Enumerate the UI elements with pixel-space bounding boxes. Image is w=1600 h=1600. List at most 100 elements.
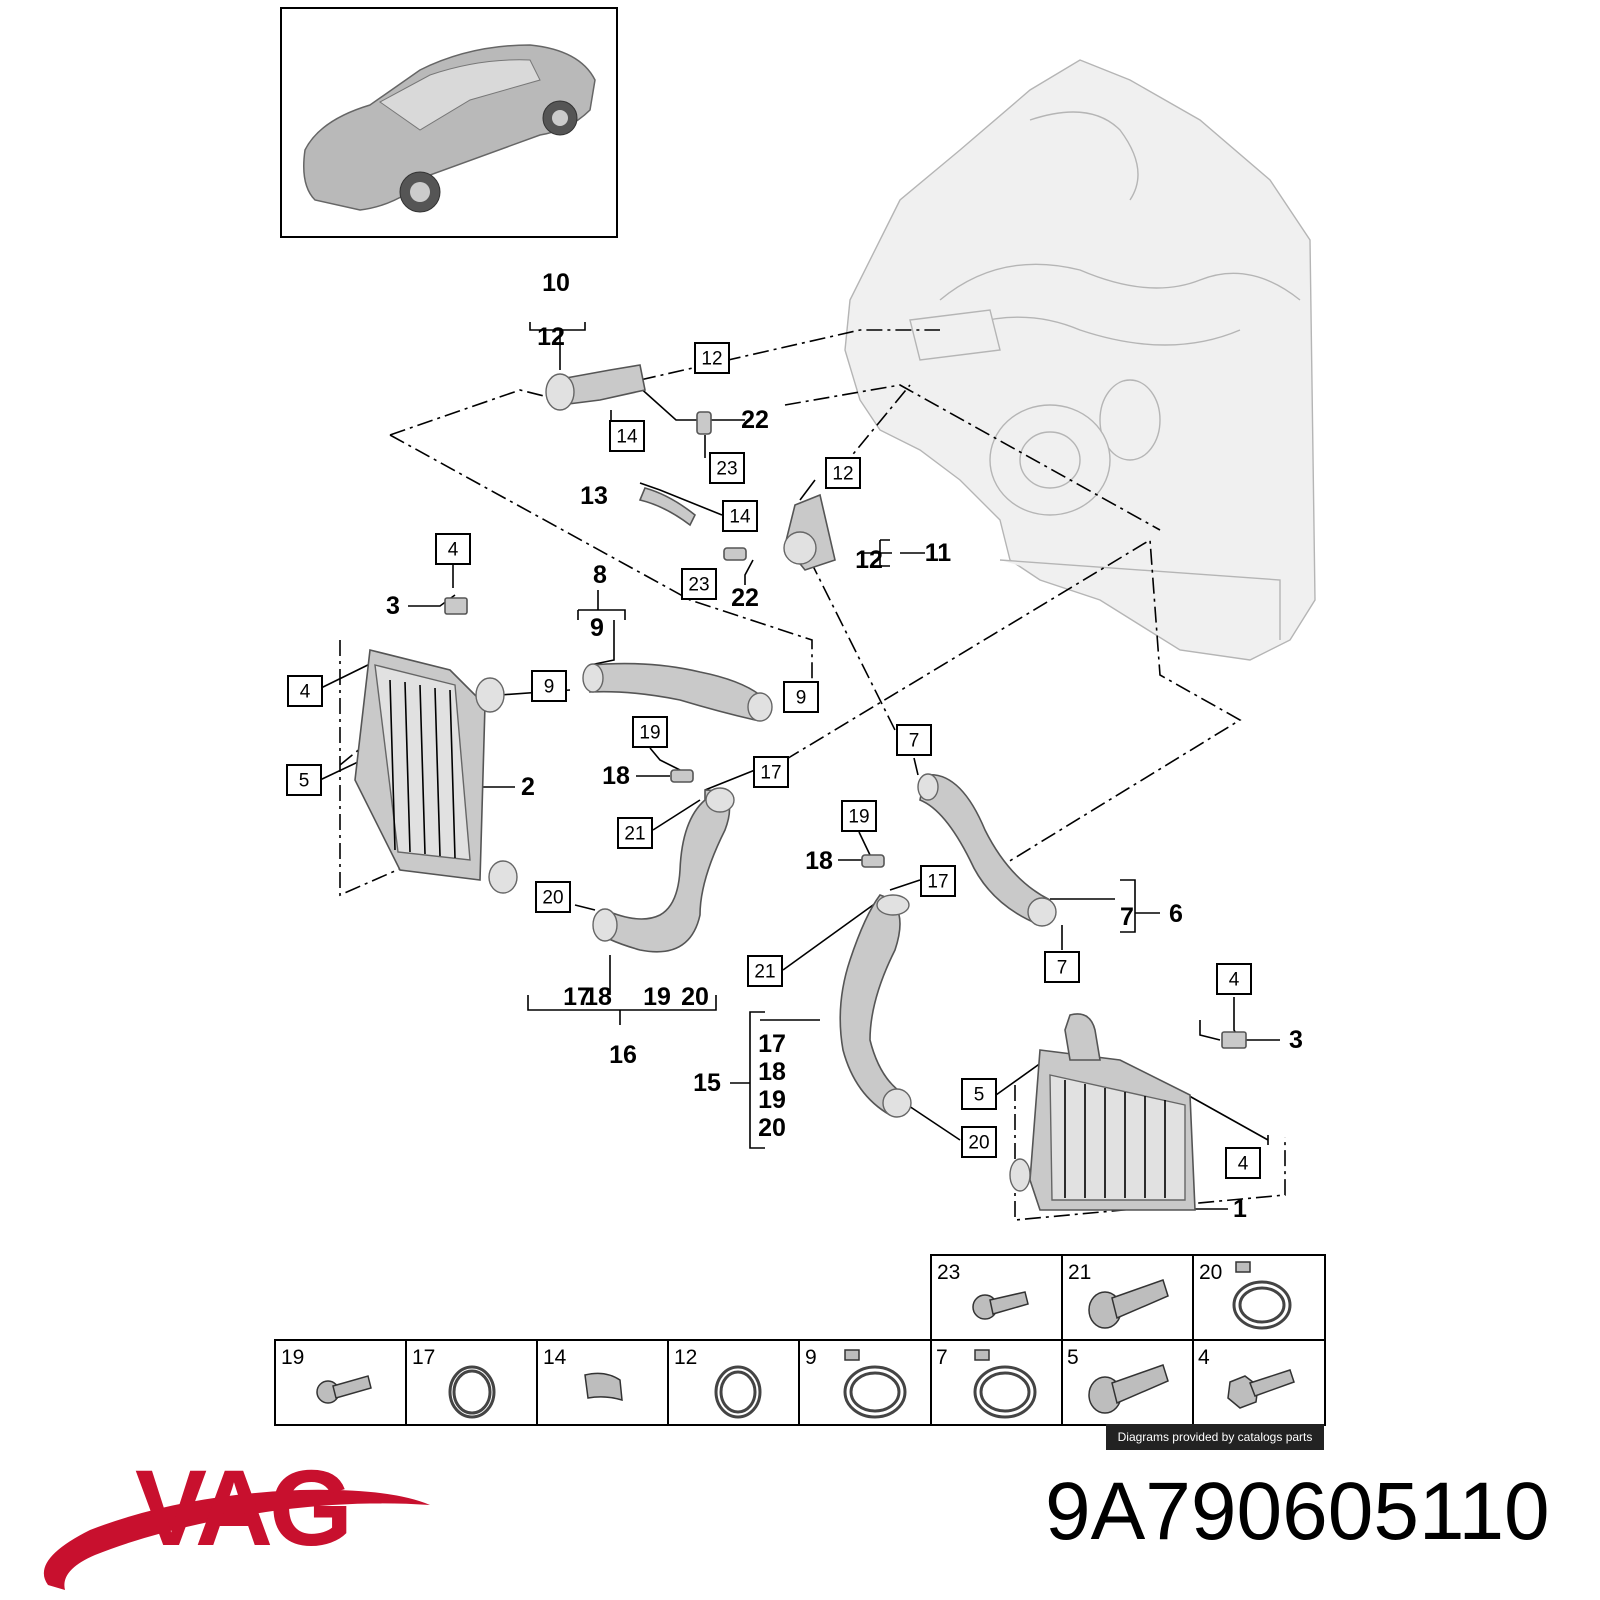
sensor-22-bottom [723,547,747,561]
vag-logo-swoosh [43,1489,430,1590]
ref-box-23: 23 [709,452,745,484]
callout-11: 11 [925,539,952,567]
svg-text:20: 20 [968,1133,989,1154]
hardware-cell-label-7: 7 [936,1346,948,1369]
throttle-pipe-right [783,493,836,571]
callout-9: 9 [590,614,604,642]
ref-box-19: 19 [841,800,877,832]
callout-19: 19 [758,1086,786,1114]
throttle-pipe-left [545,364,646,411]
hardware-cell-label-21: 21 [1068,1261,1091,1284]
callout-22: 22 [731,584,759,612]
hardware-cell-label-19: 19 [281,1346,304,1369]
hose-13 [638,487,697,527]
hardware-cell-label-5: 5 [1067,1346,1079,1369]
hardware-cell-label-4: 4 [1198,1346,1210,1369]
sensor-22-top [696,411,712,435]
callout-19: 19 [643,983,671,1011]
svg-text:17: 17 [927,872,948,893]
callout-3: 3 [386,592,400,620]
hardware-cell-label-20: 20 [1199,1261,1222,1284]
ref-box-14: 14 [722,500,758,532]
callout-17: 17 [563,983,591,1011]
callout-8: 8 [593,561,607,589]
hardware-cell-label-12: 12 [674,1346,697,1369]
svg-text:7: 7 [1057,958,1068,979]
callout-18: 18 [758,1058,786,1086]
svg-text:17: 17 [760,763,781,784]
ref-box-9: 9 [531,670,567,702]
ref-box-20: 20 [961,1126,997,1158]
callout-2: 2 [521,773,535,801]
svg-text:14: 14 [616,427,638,448]
svg-text:4: 4 [1238,1154,1249,1175]
sensor-18-left [670,769,694,783]
svg-text:23: 23 [688,575,709,596]
ref-box-20: 20 [535,881,571,913]
ref-box-5: 5 [961,1078,997,1110]
svg-text:12: 12 [701,349,722,370]
bracket-3-right [1221,1031,1247,1049]
callout-15: 15 [693,1069,721,1097]
ref-box-19: 19 [632,716,668,748]
svg-text:4: 4 [448,540,459,561]
ref-box-21: 21 [617,817,653,849]
svg-text:19: 19 [639,723,660,744]
callout-3: 3 [1289,1026,1303,1054]
hardware-table: 23 21 20 19 17 14 12 9 7 5 4 [274,1254,1326,1426]
svg-text:5: 5 [974,1085,985,1106]
callout-18: 18 [805,847,833,875]
ref-box-4: 4 [1216,963,1252,995]
ref-box-4: 4 [287,675,323,707]
callout-10: 10 [542,269,570,297]
callout-12: 12 [855,546,883,574]
ref-box-4: 4 [435,533,471,565]
callout-13: 13 [580,482,608,510]
intercooler-left [354,649,518,894]
ref-box-14: 14 [609,420,645,452]
hardware-cell-label-9: 9 [805,1346,817,1369]
hose-15 [839,894,912,1118]
hose-6 [917,773,1057,927]
hardware-cell-label-23: 23 [937,1261,960,1284]
sensor-18-right [861,854,885,868]
hose-8 [582,662,773,722]
hardware-icons [316,1261,1295,1419]
callout-1: 1 [1233,1195,1247,1223]
part-number: 9A790605110 [1045,1466,1550,1557]
callout-12: 12 [537,323,565,351]
svg-text:4: 4 [300,682,311,703]
ref-box-5: 5 [286,764,322,796]
callout-7: 7 [1120,903,1134,931]
brand-logo-text: VAG [135,1447,353,1568]
callout-18: 18 [584,983,612,1011]
svg-text:20: 20 [542,888,563,909]
ref-box-7: 7 [1044,951,1080,983]
hardware-cell-label-17: 17 [412,1346,435,1369]
svg-text:4: 4 [1229,970,1240,991]
svg-text:7: 7 [909,731,920,752]
svg-text:9: 9 [544,677,555,698]
callout-18: 18 [602,762,630,790]
svg-text:21: 21 [624,824,645,845]
vehicle-thumbnail [280,7,618,238]
svg-text:19: 19 [848,807,869,828]
diagram-credit: Diagrams provided by catalogs parts [1106,1424,1324,1450]
callout-20: 20 [681,983,709,1011]
ref-box-7: 7 [896,724,932,756]
svg-text:9: 9 [796,688,807,709]
bracket-3-left [444,597,468,615]
svg-text:5: 5 [299,771,310,792]
ref-box-9: 9 [783,681,819,713]
svg-text:12: 12 [832,464,853,485]
ref-box-17: 17 [920,865,956,897]
callout-20: 20 [758,1114,786,1142]
svg-text:23: 23 [716,459,737,480]
ref-box-12: 12 [694,342,730,374]
svg-text:21: 21 [754,962,775,983]
ref-box-23: 23 [681,568,717,600]
hardware-cell-label-14: 14 [543,1346,567,1369]
